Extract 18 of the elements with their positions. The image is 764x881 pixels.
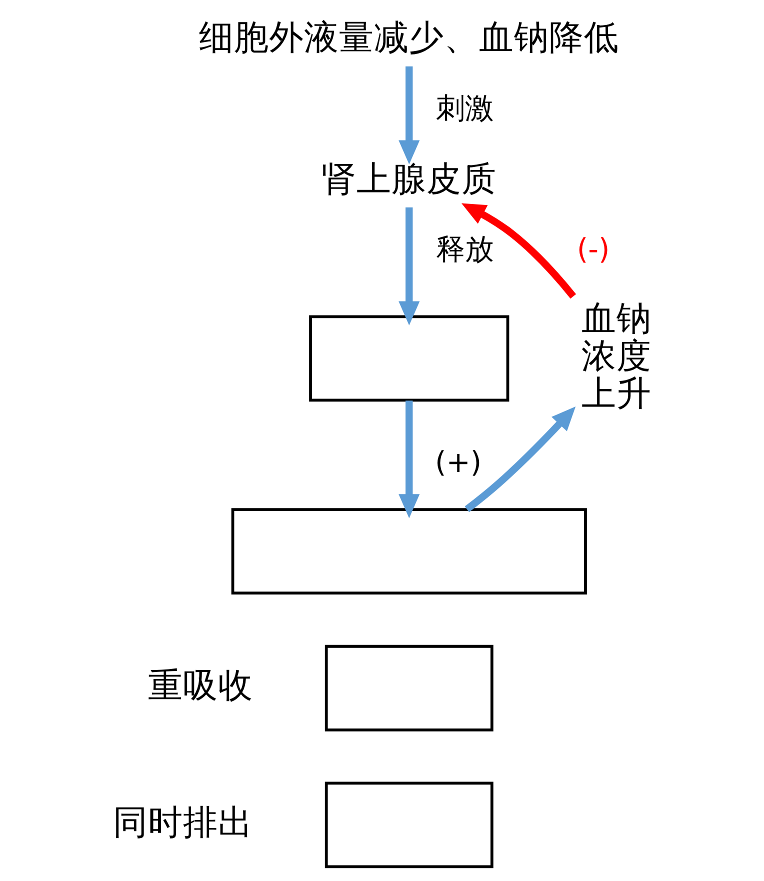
edge-label: (+) [434, 445, 482, 480]
node-text: 血钠浓度上升 [580, 298, 651, 414]
edge-label: 刺激 [435, 91, 494, 126]
arrow [460, 203, 576, 299]
node-box [308, 315, 509, 402]
node-box [324, 782, 493, 868]
node-text: 肾上腺皮质 [321, 159, 496, 200]
node-text: 细胞外液量减少、血钠降低 [198, 18, 619, 58]
arrow [464, 406, 576, 512]
arrow [398, 400, 420, 518]
edge-label: 释放 [435, 232, 494, 266]
node-label: 同时排出 [112, 802, 253, 843]
node-label: 重吸收 [147, 666, 252, 706]
node-box [230, 508, 586, 595]
edge-label: (-) [576, 232, 610, 266]
arrow [398, 66, 420, 164]
node-box [324, 644, 493, 732]
arrow [398, 207, 420, 326]
